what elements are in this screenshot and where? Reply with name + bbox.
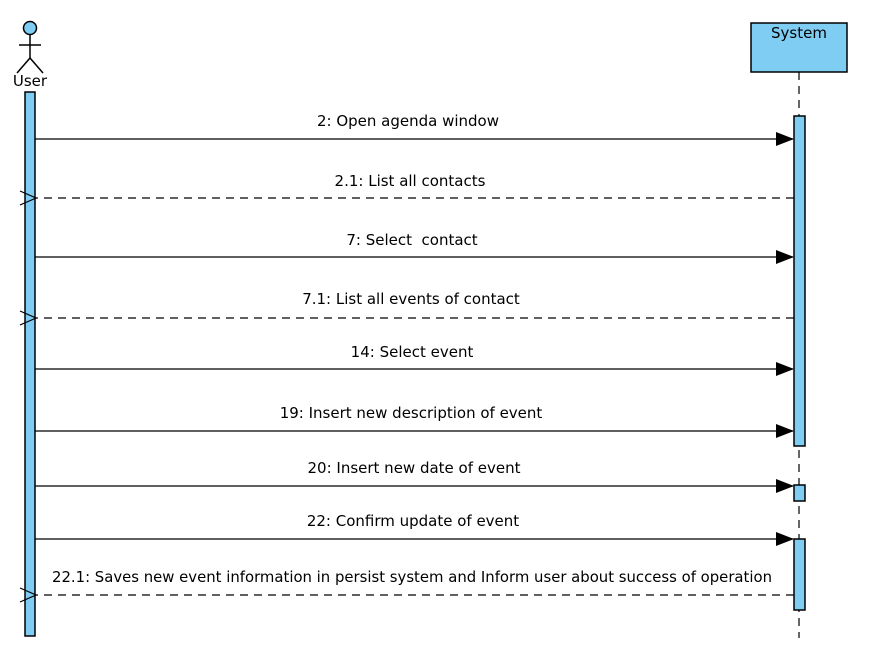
- message-7: 20: Insert new date of event: [35, 459, 794, 493]
- message-3: 7: Select contact: [35, 231, 794, 264]
- actor-label: User: [13, 72, 48, 90]
- message-8: 22: Confirm update of event: [35, 512, 794, 546]
- message-label: 22: Confirm update of event: [307, 512, 519, 530]
- system-label: System: [771, 24, 827, 42]
- actor-head: [22, 20, 38, 36]
- message-label: 20: Insert new date of event: [307, 459, 520, 477]
- message-label: 2.1: List all contacts: [335, 172, 486, 190]
- message-label: 2: Open agenda window: [317, 112, 499, 130]
- message-9: 22.1: Saves new event information in per…: [36, 568, 794, 595]
- system-activation-bar-3: [793, 538, 806, 611]
- message-label: 14: Select event: [351, 343, 474, 361]
- system-lifeline: System: [750, 22, 848, 638]
- user-activation-bar: [24, 91, 36, 637]
- message-label: 7: Select contact: [346, 231, 477, 249]
- actor-right-leg: [29, 57, 44, 74]
- system-box: [750, 22, 848, 73]
- message-1: 2: Open agenda window: [35, 112, 794, 146]
- message-label: 22.1: Saves new event information in per…: [52, 568, 772, 586]
- system-activation-bar-1: [793, 115, 806, 447]
- message-6: 19: Insert new description of event: [35, 404, 794, 438]
- system-activation-bar-2: [793, 484, 806, 502]
- message-4: 7.1: List all events of contact: [36, 290, 794, 318]
- user-actor: User: [13, 20, 48, 90]
- message-label: 19: Insert new description of event: [280, 404, 543, 422]
- actor-left-leg: [16, 57, 31, 74]
- message-label: 7.1: List all events of contact: [302, 290, 520, 308]
- message-5: 14: Select event: [35, 343, 794, 376]
- message-2: 2.1: List all contacts: [36, 172, 794, 198]
